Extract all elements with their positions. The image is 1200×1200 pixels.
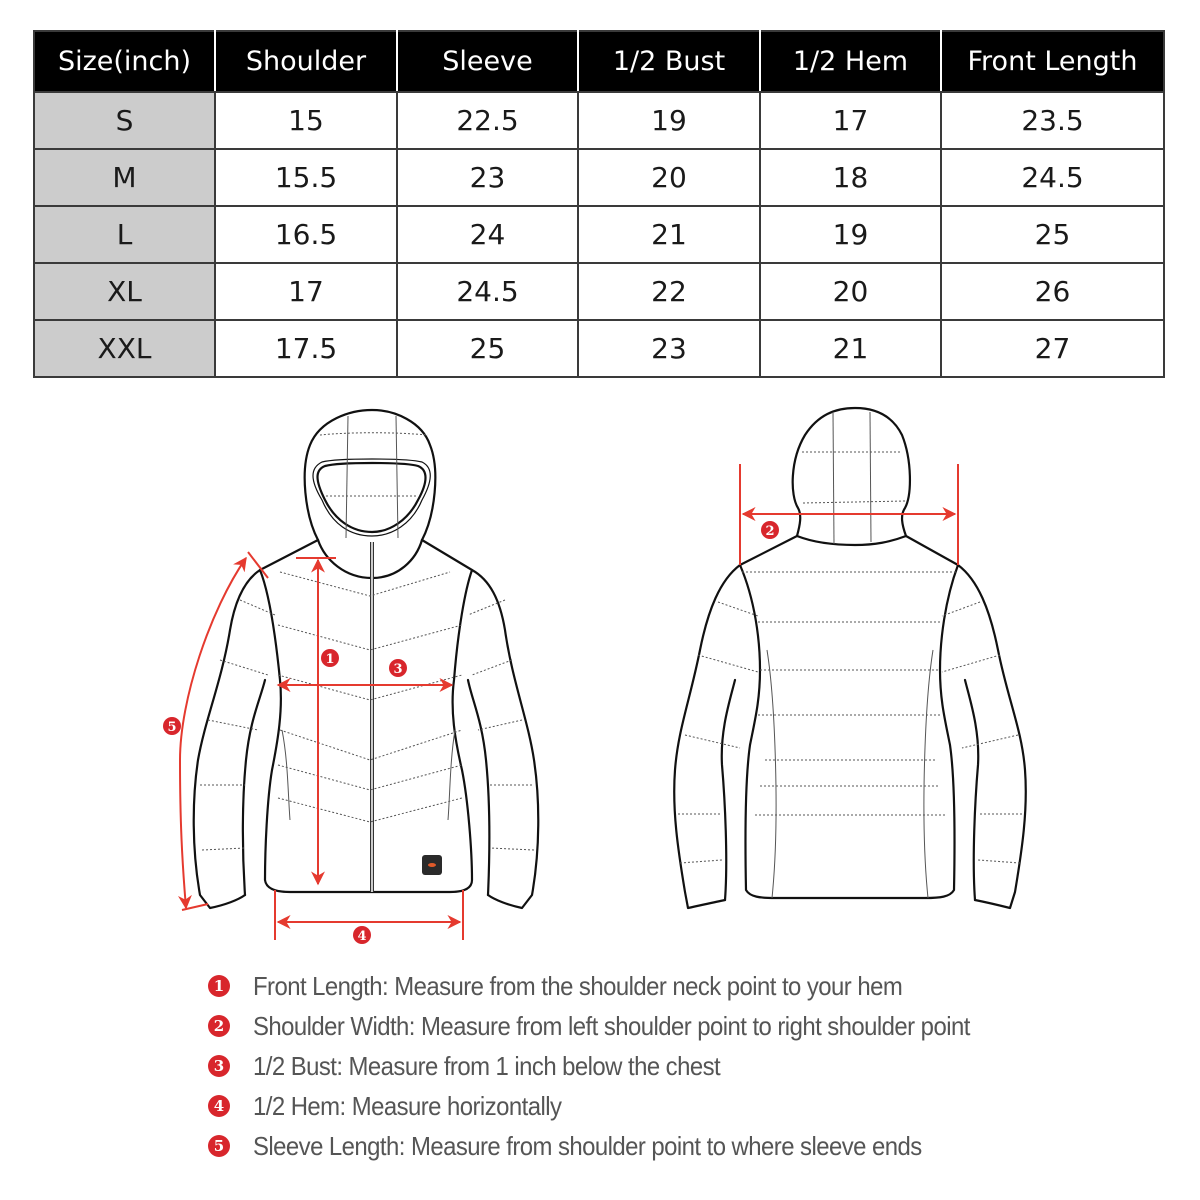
table-row: S 15 22.5 19 17 23.5 — [33, 91, 1165, 150]
marker-3-icon: 3 — [389, 659, 407, 677]
table-row: XXL 17.5 25 23 21 27 — [33, 319, 1165, 378]
table-row: M 15.5 23 20 18 24.5 — [33, 148, 1165, 207]
half-hem-cell: 19 — [759, 205, 942, 264]
half-bust-cell: 20 — [577, 148, 761, 207]
size-chart-table: Size(inch) Shoulder Sleeve 1/2 Bust 1/2 … — [33, 30, 1165, 378]
half-bust-cell: 23 — [577, 319, 761, 378]
number-2-icon: 2 — [208, 1015, 230, 1037]
jacket-back-illustration: 2 — [673, 406, 1027, 910]
marker-5-icon: 5 — [163, 717, 181, 735]
number-1-icon: 1 — [208, 975, 230, 997]
half-hem-cell: 18 — [759, 148, 942, 207]
table-header-row: Size(inch) Shoulder Sleeve 1/2 Bust 1/2 … — [33, 30, 1165, 93]
legend-item-sleeve-length: 5 Sleeve Length: Measure from shoulder p… — [208, 1126, 1032, 1166]
jacket-back-diagram: 2 — [660, 400, 1040, 920]
size-cell: S — [33, 91, 216, 150]
svg-text:5: 5 — [167, 720, 176, 735]
table-row: XL 17 24.5 22 20 26 — [33, 262, 1165, 321]
jacket-front-diagram: 1 3 4 5 — [150, 400, 580, 950]
legend-text: 1/2 Hem: Measure horizontally — [253, 1090, 562, 1121]
number-3-icon: 3 — [208, 1055, 230, 1077]
shoulder-cell: 17 — [214, 262, 398, 321]
table-row: L 16.5 24 21 19 25 — [33, 205, 1165, 264]
front-length-cell: 24.5 — [940, 148, 1165, 207]
size-cell: XL — [33, 262, 216, 321]
half-bust-cell: 19 — [577, 91, 761, 150]
legend-item-half-bust: 3 1/2 Bust: Measure from 1 inch below th… — [208, 1046, 1032, 1086]
half-bust-cell: 22 — [577, 262, 761, 321]
legend-item-half-hem: 4 1/2 Hem: Measure horizontally — [208, 1086, 1032, 1126]
number-4-icon: 4 — [208, 1095, 230, 1117]
front-length-cell: 26 — [940, 262, 1165, 321]
half-bust-cell: 21 — [577, 205, 761, 264]
measurement-legend: 1 Front Length: Measure from the shoulde… — [208, 966, 1032, 1166]
marker-4-icon: 4 — [353, 926, 371, 944]
shoulder-cell: 15 — [214, 91, 398, 150]
marker-2-icon: 2 — [761, 521, 779, 539]
sleeve-cell: 24.5 — [396, 262, 579, 321]
jacket-front-illustration: 1 3 4 5 — [163, 408, 540, 944]
header-half-bust: 1/2 Bust — [577, 30, 761, 93]
size-cell: L — [33, 205, 216, 264]
svg-text:2: 2 — [765, 524, 774, 539]
front-length-cell: 27 — [940, 319, 1165, 378]
svg-text:3: 3 — [393, 662, 402, 677]
legend-item-shoulder-width: 2 Shoulder Width: Measure from left shou… — [208, 1006, 1032, 1046]
header-half-hem: 1/2 Hem — [759, 30, 942, 93]
shoulder-cell: 17.5 — [214, 319, 398, 378]
legend-text: Shoulder Width: Measure from left should… — [253, 1010, 970, 1041]
shoulder-cell: 15.5 — [214, 148, 398, 207]
legend-text: Sleeve Length: Measure from shoulder poi… — [253, 1130, 922, 1161]
sleeve-cell: 25 — [396, 319, 579, 378]
header-shoulder: Shoulder — [214, 30, 398, 93]
svg-text:1: 1 — [325, 652, 334, 667]
half-hem-cell: 21 — [759, 319, 942, 378]
marker-1-icon: 1 — [321, 649, 339, 667]
legend-text: Front Length: Measure from the shoulder … — [253, 970, 903, 1001]
shoulder-cell: 16.5 — [214, 205, 398, 264]
legend-item-front-length: 1 Front Length: Measure from the shoulde… — [208, 966, 1032, 1006]
header-size: Size(inch) — [33, 30, 216, 93]
header-sleeve: Sleeve — [396, 30, 579, 93]
legend-text: 1/2 Bust: Measure from 1 inch below the … — [253, 1050, 721, 1081]
header-front-length: Front Length — [940, 30, 1165, 93]
half-hem-cell: 20 — [759, 262, 942, 321]
front-length-cell: 23.5 — [940, 91, 1165, 150]
svg-text:4: 4 — [357, 929, 366, 944]
size-cell: XXL — [33, 319, 216, 378]
number-5-icon: 5 — [208, 1135, 230, 1157]
front-length-cell: 25 — [940, 205, 1165, 264]
sleeve-cell: 23 — [396, 148, 579, 207]
sleeve-cell: 22.5 — [396, 91, 579, 150]
sleeve-cell: 24 — [396, 205, 579, 264]
half-hem-cell: 17 — [759, 91, 942, 150]
size-cell: M — [33, 148, 216, 207]
